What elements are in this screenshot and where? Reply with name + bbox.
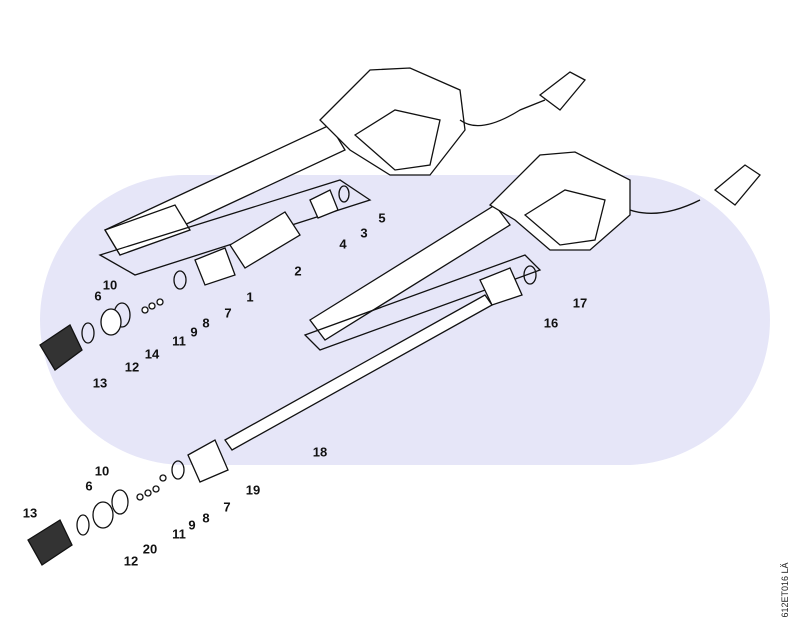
part-label: 3 (360, 225, 368, 241)
drawing-code: 612ET016 LÄ (780, 562, 790, 618)
part-label: 13 (92, 375, 108, 391)
part-label: 11 (172, 333, 186, 349)
part-label: 5 (378, 210, 386, 226)
part-2 (229, 211, 301, 269)
spray-gun-lower (309, 151, 761, 341)
part-label: 20 (142, 541, 158, 557)
part-label: 9 (190, 324, 198, 340)
part-label: 2 (294, 263, 302, 279)
lance-18 (224, 294, 493, 451)
part-label: 11 (172, 526, 186, 542)
part-4 (309, 189, 339, 219)
spray-gun-upper (104, 67, 587, 256)
part-label: 6 (94, 288, 102, 304)
bracket-lower (303, 254, 542, 351)
part-1 (194, 247, 236, 286)
part-label: 18 (312, 444, 328, 460)
part-label: 8 (202, 315, 210, 331)
part-label: 19 (245, 482, 261, 498)
part-label: 10 (102, 277, 118, 293)
part-14 (100, 308, 122, 336)
part-20 (92, 501, 114, 529)
part-19 (187, 439, 229, 483)
part-label: 7 (224, 305, 232, 321)
part-label: 7 (223, 499, 231, 515)
nozzle-13-upper (39, 324, 83, 371)
part-label: 16 (543, 315, 559, 331)
bracket-upper (98, 179, 372, 276)
part-label: 8 (202, 510, 210, 526)
part-label: 4 (339, 236, 347, 252)
nozzle-13-lower (27, 519, 73, 566)
part-label: 1 (246, 289, 254, 305)
part-label: 13 (22, 505, 38, 521)
part-label: 6 (85, 478, 93, 494)
part-label: 9 (188, 517, 196, 533)
part-label: 12 (124, 359, 140, 375)
part-label: 10 (94, 463, 110, 479)
part-label: 14 (144, 346, 160, 362)
part-16 (479, 267, 523, 306)
part-label: 12 (123, 553, 139, 569)
part-label: 17 (572, 295, 588, 311)
